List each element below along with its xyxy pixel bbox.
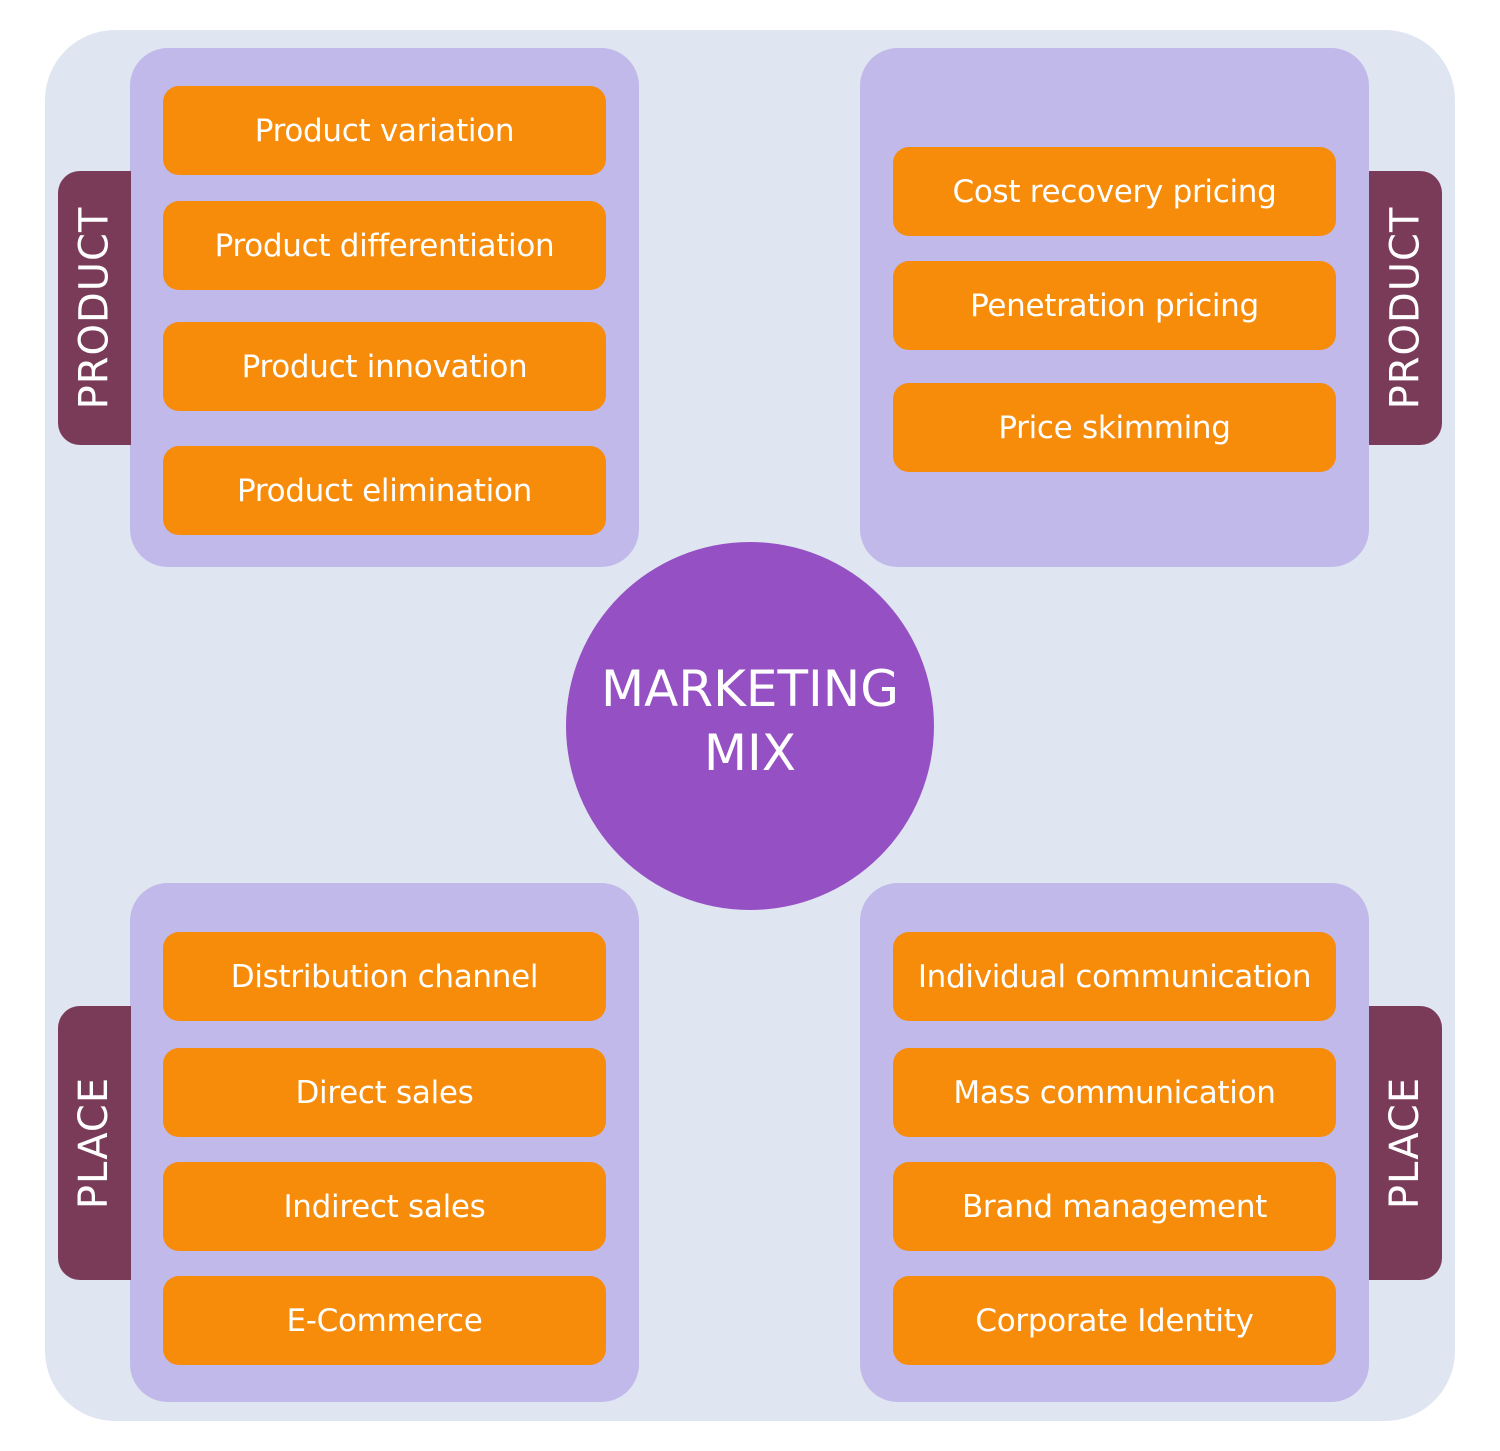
strategy-item[interactable]: Direct sales — [163, 1048, 606, 1137]
strategy-item[interactable]: Product innovation — [163, 322, 606, 411]
quadrant-label-tab-top-right: PRODUCT — [1369, 171, 1442, 445]
center-marketing-mix-circle[interactable]: MARKETING MIX — [566, 542, 934, 910]
quadrant-label-tab-top-left: PRODUCT — [58, 171, 131, 445]
strategy-item[interactable]: Brand management — [893, 1162, 1336, 1251]
quadrant-label-tab-bottom-right: PLACE — [1369, 1006, 1442, 1280]
strategy-item[interactable]: Distribution channel — [163, 932, 606, 1021]
strategy-item[interactable]: Price skimming — [893, 383, 1336, 472]
center-title-line-1: MARKETING — [601, 660, 899, 718]
quadrant-label: PLACE — [1382, 1076, 1429, 1210]
strategy-item[interactable]: E-Commerce — [163, 1276, 606, 1365]
quadrant-label-tab-bottom-left: PLACE — [58, 1006, 131, 1280]
strategy-item[interactable]: Penetration pricing — [893, 261, 1336, 350]
strategy-item[interactable]: Product elimination — [163, 446, 606, 535]
strategy-item[interactable]: Indirect sales — [163, 1162, 606, 1251]
strategy-item[interactable]: Product differentiation — [163, 201, 606, 290]
strategy-item[interactable]: Mass communication — [893, 1048, 1336, 1137]
strategy-item[interactable]: Corporate Identity — [893, 1276, 1336, 1365]
strategy-item[interactable]: Individual communication — [893, 932, 1336, 1021]
strategy-item[interactable]: Cost recovery pricing — [893, 147, 1336, 236]
quadrant-label: PRODUCT — [71, 206, 118, 410]
quadrant-label: PLACE — [71, 1076, 118, 1210]
quadrant-label: PRODUCT — [1382, 206, 1429, 410]
center-title-line-2: MIX — [703, 724, 797, 782]
strategy-item[interactable]: Product variation — [163, 86, 606, 175]
